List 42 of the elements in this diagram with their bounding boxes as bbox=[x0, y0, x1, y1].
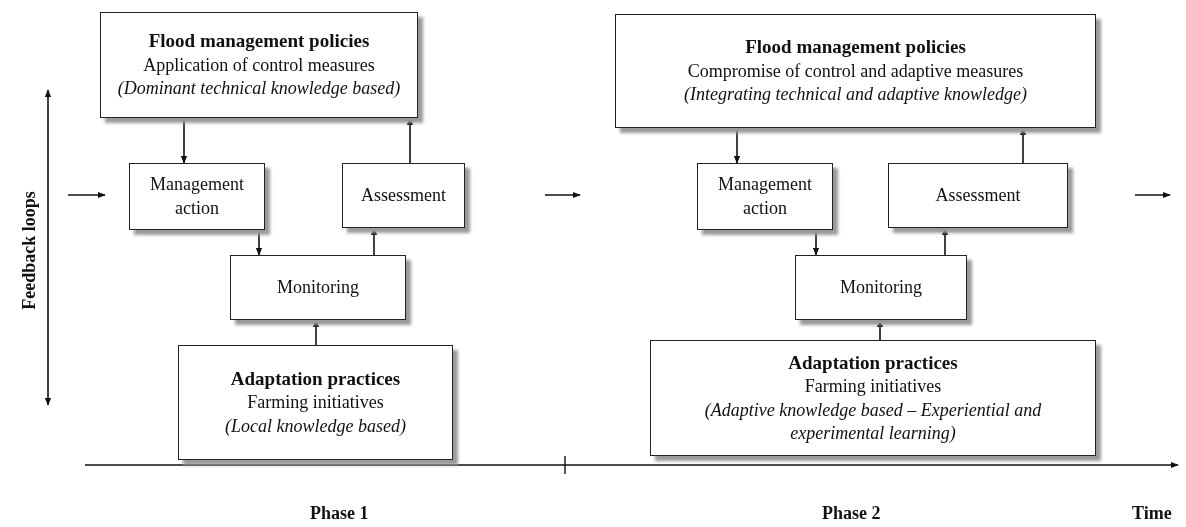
arrow bbox=[812, 229, 820, 256]
process-box bbox=[178, 345, 453, 460]
arrow bbox=[1019, 127, 1027, 164]
box-heading: Adaptation practices bbox=[230, 366, 401, 391]
arrow bbox=[733, 127, 741, 164]
box-text: Farming initiatives bbox=[247, 391, 384, 415]
process-box bbox=[342, 163, 465, 228]
box-text: Application of control measures bbox=[143, 53, 375, 77]
arrow bbox=[406, 117, 414, 164]
box-text: Farming initiatives bbox=[804, 375, 942, 399]
arrow bbox=[370, 227, 378, 256]
process-box bbox=[129, 163, 265, 230]
axis-label: Feedback loops bbox=[18, 191, 40, 310]
box-note: (Dominant technical knowledge based) bbox=[117, 77, 401, 101]
process-box bbox=[230, 255, 406, 320]
arrow bbox=[876, 319, 884, 341]
box-text: Assessment bbox=[361, 183, 446, 207]
box-heading: Flood management policies bbox=[148, 29, 370, 54]
box-text: Management action bbox=[149, 173, 245, 220]
process-box bbox=[888, 163, 1068, 228]
box-text: Monitoring bbox=[840, 275, 922, 299]
box-note: (Local knowledge based) bbox=[225, 414, 406, 438]
box-heading: Flood management policies bbox=[745, 35, 966, 60]
box-note: (Integrating technical and adaptive knowledge) bbox=[684, 83, 1027, 107]
arrow bbox=[180, 117, 188, 164]
box-text: Monitoring bbox=[277, 275, 359, 299]
box-heading: Adaptation practices bbox=[788, 350, 958, 375]
process-box bbox=[615, 14, 1096, 128]
arrow bbox=[255, 229, 263, 256]
process-box bbox=[650, 340, 1096, 456]
phase-label: Phase 1 bbox=[310, 503, 369, 524]
box-text: Management action bbox=[717, 173, 813, 220]
process-box bbox=[100, 12, 418, 118]
box-note: (Adaptive knowledge based – Experiential and experimental learning) bbox=[703, 398, 1043, 446]
arrow bbox=[312, 319, 320, 346]
arrow bbox=[941, 227, 949, 256]
process-box bbox=[795, 255, 967, 320]
phase-label: Phase 2 bbox=[822, 503, 881, 524]
box-text: Compromise of control and adaptive measures bbox=[687, 59, 1024, 83]
phase-label: Time bbox=[1132, 503, 1172, 524]
box-text: Assessment bbox=[935, 183, 1021, 207]
process-box bbox=[697, 163, 833, 230]
